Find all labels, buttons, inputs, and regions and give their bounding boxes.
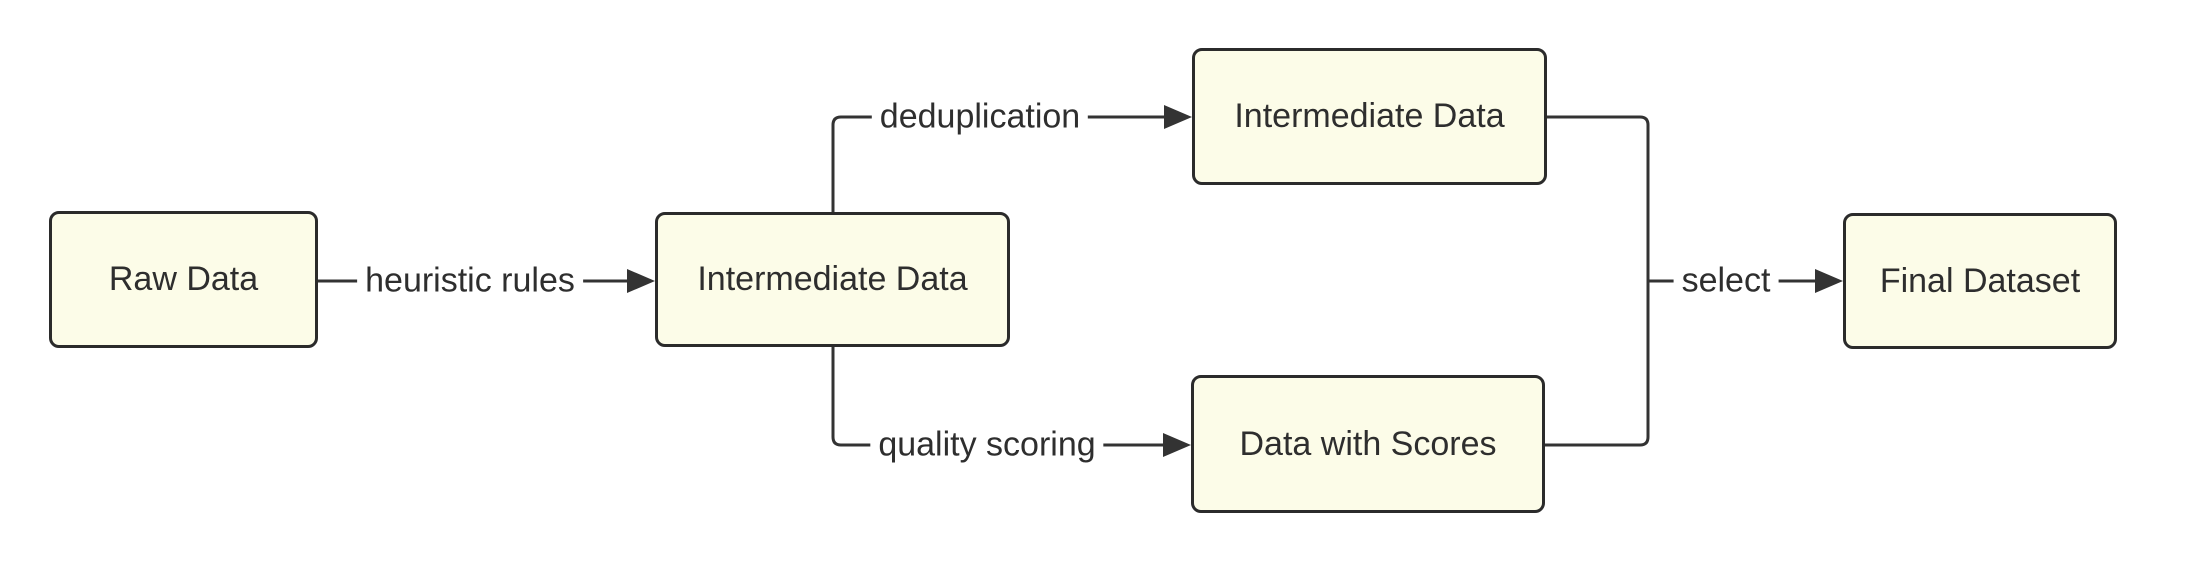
edge-label-heuristic-rules: heuristic rules bbox=[357, 260, 583, 302]
node-label: Data with Scores bbox=[1239, 424, 1497, 463]
node-label: Intermediate Data bbox=[1234, 97, 1505, 135]
arrowhead-icon bbox=[1163, 433, 1191, 457]
arrowhead-icon bbox=[1815, 269, 1843, 293]
node-raw-data: Raw Data bbox=[49, 211, 318, 348]
edge-quality-scoring-line bbox=[831, 347, 1164, 447]
node-label: Raw Data bbox=[108, 260, 259, 298]
edge-label-select: select bbox=[1673, 260, 1779, 302]
edge-deduplication-line bbox=[831, 115, 1165, 212]
arrowhead-icon bbox=[627, 269, 655, 293]
edge-bottom-merge-line bbox=[1545, 281, 1650, 447]
node-label: Intermediate Data bbox=[697, 260, 968, 298]
node-data-with-scores: Data with Scores bbox=[1191, 375, 1545, 513]
edge-label-deduplication: deduplication bbox=[871, 96, 1089, 138]
node-label: Final Dataset bbox=[1879, 261, 2081, 300]
edge-label-quality-scoring: quality scoring bbox=[870, 424, 1104, 466]
node-final-dataset: Final Dataset bbox=[1843, 213, 2117, 349]
node-intermediate-data-2: Intermediate Data bbox=[1192, 48, 1547, 185]
arrowhead-icon bbox=[1164, 105, 1192, 129]
node-intermediate-data-1: Intermediate Data bbox=[655, 212, 1010, 347]
edge-top-merge-line bbox=[1547, 115, 1650, 281]
